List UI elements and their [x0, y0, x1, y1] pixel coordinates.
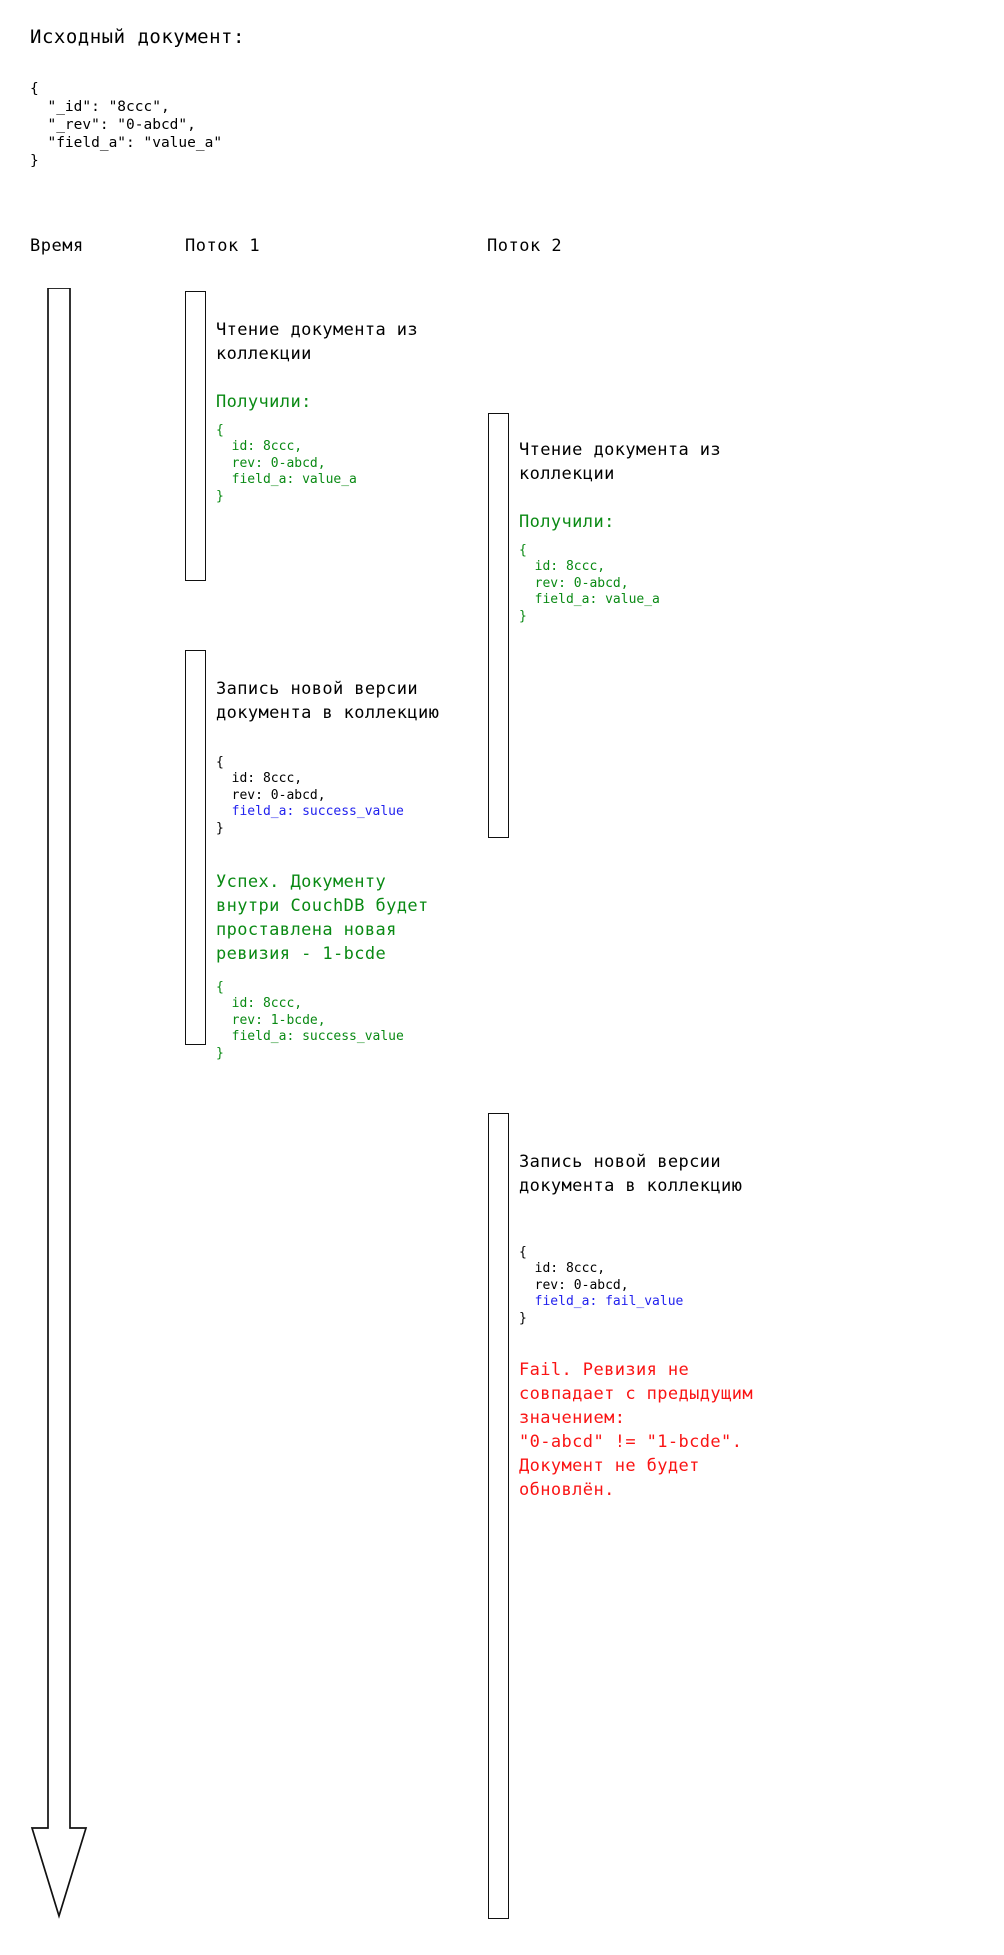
time-axis-arrow: [30, 288, 88, 1919]
flow2-step2-json-close: }: [519, 1311, 527, 1326]
flow1-step2-json-id: id: 8ccc,: [216, 771, 303, 786]
flow1-step2-title: Запись новой версии документа в коллекци…: [216, 679, 440, 723]
flow1-step2-result-json-open: {: [216, 980, 224, 995]
flow1-step1-title: Чтение документа из коллекции: [216, 320, 419, 364]
column-header-flow-2: Поток 2: [487, 236, 563, 256]
flow1-step2-result-json-close: }: [216, 1046, 224, 1061]
flow2-activation-bar-1: [488, 413, 509, 838]
flow1-step1-json-field: field_a: value_a: [216, 472, 357, 487]
flow2-step1-json-close: }: [519, 609, 527, 624]
flow1-step1-json-rev: rev: 0-abcd,: [216, 456, 326, 471]
flow1-step1-json-id: id: 8ccc,: [216, 439, 303, 454]
flow1-step2-json-field: field_a: success_value: [216, 804, 404, 819]
flow1-step2-result-json-field: field_a: success_value: [216, 1029, 404, 1044]
flow1-step2-json-open: {: [216, 755, 224, 770]
source-document-json: { "_id": "8ccc", "_rev": "0-abcd", "fiel…: [30, 81, 223, 169]
flow1-step2-json-rev: rev: 0-abcd,: [216, 788, 326, 803]
flow2-step2-json-field: field_a: fail_value: [519, 1294, 684, 1309]
flow1-activation-bar-2: [185, 650, 206, 1045]
flow1-step2-json-close: }: [216, 821, 224, 836]
flow2-activation-bar-2: [488, 1113, 509, 1919]
flow2-step1-json-open: {: [519, 543, 527, 558]
flow2-step2-fail-note: Fail. Ревизия не совпадает с предыдущим …: [519, 1360, 753, 1500]
flow2-step2-title: Запись новой версии документа в коллекци…: [519, 1152, 743, 1196]
flow1-step1-json-open: {: [216, 423, 224, 438]
flow2-step1-json-rev: rev: 0-abcd,: [519, 576, 629, 591]
flow2-step1-title: Чтение документа из коллекции: [519, 440, 722, 484]
flow1-step2-result-json-id: id: 8ccc,: [216, 996, 303, 1011]
column-header-time: Время: [30, 236, 84, 256]
flow2-step2-json-open: {: [519, 1245, 527, 1260]
flow1-step2-success-note: Успех. Документу внутри CouchDB будет пр…: [216, 872, 429, 964]
source-document-title: Исходный документ:: [30, 26, 245, 48]
column-header-flow-1: Поток 1: [185, 236, 261, 256]
flow1-step2-result-json-rev: rev: 1-bcde,: [216, 1013, 326, 1028]
flow2-step2-json-rev: rev: 0-abcd,: [519, 1278, 629, 1293]
flow1-step1-result-label: Получили:: [216, 392, 312, 412]
flow2-step1-json-id: id: 8ccc,: [519, 559, 606, 574]
flow2-step1-result-label: Получили:: [519, 512, 615, 532]
flow2-step1-json-field: field_a: value_a: [519, 592, 660, 607]
flow2-step2-json-id: id: 8ccc,: [519, 1261, 606, 1276]
flow1-step1-json-close: }: [216, 489, 224, 504]
flow1-activation-bar-1: [185, 291, 206, 581]
